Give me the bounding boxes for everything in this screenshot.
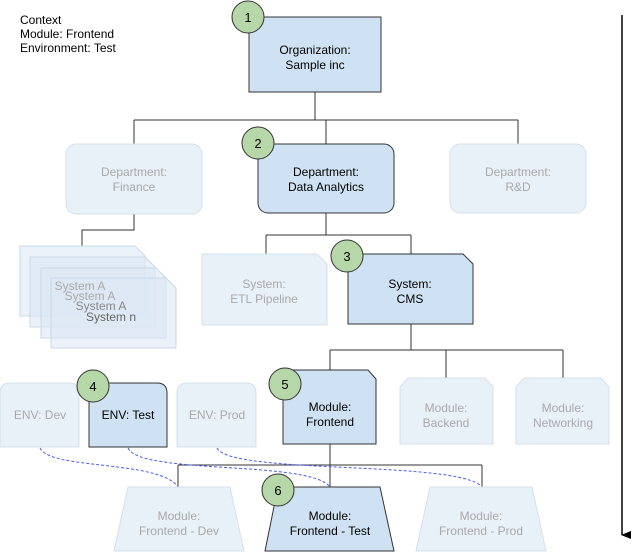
node-module-networking[interactable]: Module: Networking — [515, 377, 610, 445]
node-label: Frontend - Test — [290, 524, 371, 538]
node-label: System n — [86, 310, 136, 324]
node-system-etl[interactable]: System: ETL Pipeline — [201, 253, 328, 326]
node-label: Networking — [533, 416, 593, 430]
node-label: Data Analytics — [288, 180, 364, 194]
node-label: ETL Pipeline — [230, 292, 298, 306]
context-module: Module: Frontend — [20, 27, 114, 41]
node-label: Module: — [158, 509, 201, 523]
node-label: System A — [55, 279, 106, 293]
node-module-frontend-test[interactable]: Module: Frontend - Test — [264, 486, 395, 552]
environment-links — [39, 447, 483, 488]
node-label: ENV: Prod — [189, 408, 245, 422]
step-badge-5: 5 — [268, 367, 302, 401]
node-label: Finance — [113, 180, 156, 194]
connectors — [81, 92, 564, 487]
step-badge-2: 2 — [241, 126, 275, 160]
node-label: ENV: Test — [102, 408, 155, 422]
node-label: ENV: Dev — [14, 408, 66, 422]
node-label: System A — [76, 299, 127, 313]
node-system-stack[interactable]: System A System A System A System n — [19, 245, 177, 349]
node-label: Module: — [309, 400, 352, 414]
node-env-dev[interactable]: ENV: Dev — [0, 382, 80, 448]
node-label: CMS — [397, 292, 424, 306]
node-label: Department: — [485, 165, 551, 179]
svg-text:1: 1 — [244, 10, 251, 25]
node-label: Module: — [425, 401, 468, 415]
node-label: R&D — [505, 180, 531, 194]
node-env-prod[interactable]: ENV: Prod — [176, 382, 257, 448]
node-label: Sample inc — [285, 58, 344, 72]
node-department-rd[interactable]: Department: R&D — [449, 143, 587, 214]
node-label: Organization: — [279, 43, 350, 57]
node-label: System: — [242, 277, 285, 291]
svg-text:5: 5 — [281, 377, 288, 392]
node-label: Frontend - Prod — [439, 524, 523, 538]
node-module-backend[interactable]: Module: Backend — [399, 377, 494, 445]
node-label: Module: — [542, 401, 585, 415]
node-module-frontend-prod[interactable]: Module: Frontend - Prod — [415, 486, 547, 552]
step-badge-6: 6 — [261, 473, 295, 507]
node-label: System: — [388, 277, 431, 291]
node-label: Backend — [423, 416, 470, 430]
svg-text:4: 4 — [89, 379, 96, 394]
svg-text:2: 2 — [254, 136, 261, 151]
node-module-frontend-dev[interactable]: Module: Frontend - Dev — [113, 486, 245, 552]
node-label: Frontend - Dev — [139, 524, 219, 538]
node-label: Frontend — [306, 415, 354, 429]
node-organization[interactable]: Organization: Sample inc — [248, 16, 382, 93]
node-label: Department: — [293, 165, 359, 179]
node-label: Module: — [309, 509, 352, 523]
context-environment: Environment: Test — [20, 41, 116, 55]
step-badge-1: 1 — [231, 0, 265, 34]
context-label: Context Module: Frontend Environment: Te… — [20, 13, 116, 55]
node-department-finance[interactable]: Department: Finance — [65, 143, 203, 215]
node-label: Department: — [101, 165, 167, 179]
node-module-frontend[interactable]: Module: Frontend — [282, 369, 377, 445]
node-env-test[interactable]: ENV: Test — [88, 382, 168, 448]
svg-text:6: 6 — [274, 483, 281, 498]
context-title: Context — [20, 13, 62, 27]
step-badge-4: 4 — [76, 369, 110, 403]
node-department-data-analytics[interactable]: Department: Data Analytics — [257, 143, 395, 214]
svg-text:3: 3 — [343, 249, 350, 264]
step-badge-3: 3 — [330, 239, 364, 273]
node-label: Module: — [460, 509, 503, 523]
node-system-cms[interactable]: System: CMS — [347, 253, 474, 325]
node-label: System A — [65, 289, 116, 303]
